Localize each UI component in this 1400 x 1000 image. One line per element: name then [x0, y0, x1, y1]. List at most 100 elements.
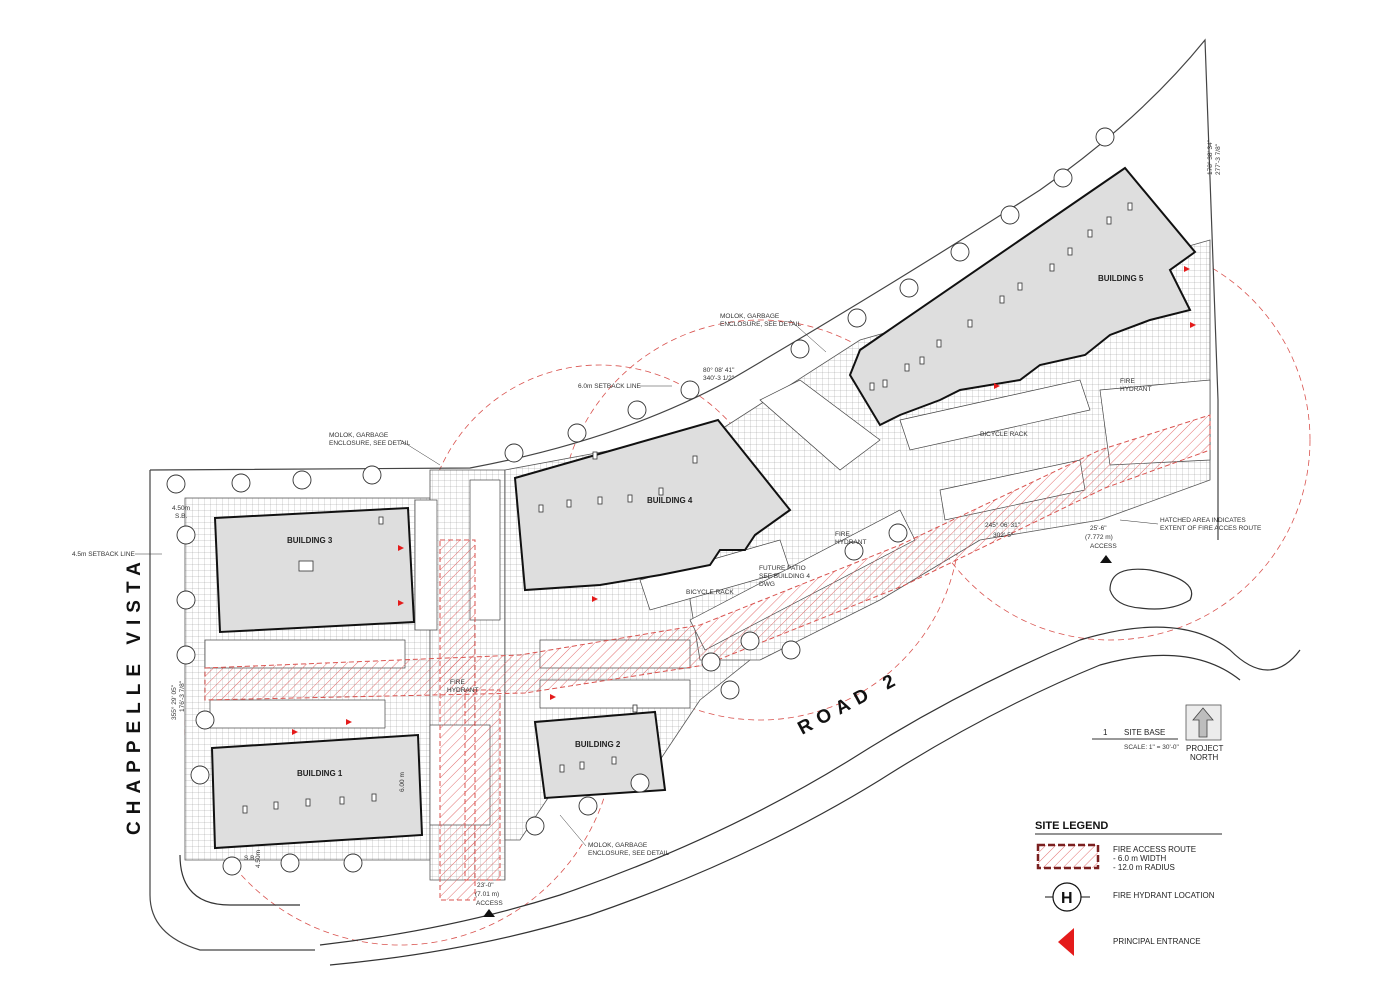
- buildings: [210, 166, 1197, 850]
- molok-south-label-2: ENCLOSURE, SEE DETAIL: [588, 850, 670, 857]
- bearing-north-1: 80° 08' 41": [703, 366, 735, 374]
- access-east-metric: (7.772 m): [1085, 534, 1113, 541]
- bearing-west-2: 176'-3 7/8": [179, 680, 186, 712]
- legend-hydrant: FIRE HYDRANT LOCATION: [1113, 891, 1215, 900]
- setback-b1-dim: 4.50m: [255, 850, 262, 868]
- hatched-area-label-1: HATCHED AREA INDICATES: [1160, 517, 1246, 524]
- molok-west-label-1: MOLOK, GARBAGE: [329, 432, 389, 439]
- access-south-label: ACCESS: [476, 900, 503, 907]
- setback-top-dim: 4.50m: [172, 505, 190, 512]
- fire-hydrant-label-4: HYDRANT: [835, 539, 866, 546]
- bearing-se-1: 245° 06' 31": [985, 521, 1021, 529]
- tree-icon: [888, 523, 908, 543]
- entrance-marker: [994, 383, 1000, 389]
- road-curbs: [179, 626, 1301, 966]
- entrance-marker: [550, 694, 556, 700]
- legend-fire-route-swatch: [1036, 843, 1100, 870]
- entrance-marker: [1184, 266, 1190, 272]
- access-arrow-south: [483, 909, 495, 917]
- access-south-dim: 23'-0": [477, 882, 494, 889]
- tree-icon: [166, 474, 186, 494]
- north-arrow-icon: [1185, 704, 1222, 741]
- legend-fire-route-3: - 12.0 m RADIUS: [1113, 863, 1175, 872]
- hatched-area-label-2: EXTENT OF FIRE ACCES ROUTE: [1160, 525, 1262, 532]
- tree-icon: [280, 853, 300, 873]
- building-5-label: BUILDING 5: [1098, 274, 1144, 283]
- fire-hydrant-label-2: HYDRANT: [447, 687, 478, 694]
- tree-icon: [1000, 205, 1020, 225]
- building-2-label: BUILDING 2: [575, 740, 621, 749]
- tree-icon: [176, 525, 196, 545]
- svg-text:H: H: [1061, 890, 1073, 907]
- tree-icon: [362, 465, 382, 485]
- entrance-markers: [292, 266, 1196, 735]
- tree-icon: [701, 652, 721, 672]
- title-block: 1 SITE BASE SCALE: 1" = 30'-0" PROJECT N…: [1092, 704, 1223, 762]
- entrance-marker: [398, 545, 404, 551]
- entrance-marker: [292, 729, 298, 735]
- fire-hydrant-label-3: FIRE: [835, 531, 850, 538]
- tree-icon: [627, 400, 647, 420]
- building-3-footprint: [213, 506, 416, 634]
- tree-icon: [292, 470, 312, 490]
- fire-hydrant-icon: H: [1045, 882, 1090, 912]
- setback-top-sb: S.B.: [175, 513, 187, 520]
- bearing-ne-1: 178° 38' 34": [1206, 139, 1214, 175]
- site-legend: SITE LEGEND FIRE ACCESS ROUTE - 6.0 m WI…: [1035, 820, 1222, 956]
- tree-icon: [720, 680, 740, 700]
- building-3-label: BUILDING 3: [287, 536, 333, 545]
- tree-icon: [525, 816, 545, 836]
- building-2-footprint: [533, 710, 667, 800]
- north-label-1: PROJECT: [1186, 744, 1223, 753]
- drawing-title: SITE BASE: [1124, 728, 1165, 737]
- tree-icon: [630, 773, 650, 793]
- setback-b1-sb: S.B.: [244, 855, 256, 862]
- dim-6m-label: 6.00 m: [399, 772, 406, 792]
- access-south-metric: (7.01 m): [475, 891, 499, 898]
- molok-south-label-1: MOLOK, GARBAGE: [588, 842, 648, 849]
- tree-icon: [190, 765, 210, 785]
- legend-entrance: PRINCIPAL ENTRANCE: [1113, 937, 1201, 946]
- fire-hydrant-label-6: HYDRANT: [1120, 386, 1151, 393]
- fire-hydrant-label-1: FIRE: [450, 679, 465, 686]
- fire-hydrant-label-5: FIRE: [1120, 378, 1135, 385]
- drawing-scale: SCALE: 1" = 30'-0": [1124, 744, 1180, 751]
- molok-north-label-2: ENCLOSURE, SEE DETAIL: [720, 321, 802, 328]
- bearing-west-1: 355° 29' 05": [170, 684, 178, 720]
- tree-icon: [847, 308, 867, 328]
- tree-icon: [1053, 168, 1073, 188]
- tree-icon: [567, 423, 587, 443]
- entrance-marker: [592, 596, 598, 602]
- tree-icon: [176, 645, 196, 665]
- bicycle-rack-label: BICYCLE RACK: [686, 589, 734, 596]
- legend-title: SITE LEGEND: [1035, 820, 1108, 832]
- tree-icon: [740, 631, 760, 651]
- annotations: 6.0m SETBACK LINE 4.5m SETBACK LINE MOLO…: [72, 139, 1262, 907]
- drawing-number: 1: [1103, 728, 1108, 737]
- tree-icon: [176, 590, 196, 610]
- setback-45m-label: 4.5m SETBACK LINE: [72, 551, 136, 558]
- tree-icon: [1095, 127, 1115, 147]
- tree-icon: [790, 339, 810, 359]
- bearing-north-2: 340'-3 1/2": [703, 375, 735, 382]
- building-1-footprint: [210, 733, 424, 850]
- access-east-label: ACCESS: [1090, 543, 1117, 550]
- future-patio-label-3: DWG: [759, 581, 775, 588]
- property-boundary: [149, 38, 1219, 951]
- tree-icon: [222, 856, 242, 876]
- legend-fire-route-2: - 6.0 m WIDTH: [1113, 854, 1167, 863]
- future-patio-label-1: FUTURE PATIO: [759, 565, 806, 572]
- trees: [166, 127, 1115, 876]
- building-1-label: BUILDING 1: [297, 769, 343, 778]
- molok-north-label-1: MOLOK, GARBAGE: [720, 313, 780, 320]
- street-chappelle-vista: CHAPPELLE VISTA: [124, 555, 145, 835]
- building-5-footprint: [848, 166, 1197, 427]
- tree-icon: [899, 278, 919, 298]
- setback-6m-label: 6.0m SETBACK LINE: [578, 383, 642, 390]
- bicycle-rack-upper-label: BICYCLE RACK: [980, 431, 1028, 438]
- fire-access-route: [204, 414, 1211, 901]
- building-4-label: BUILDING 4: [647, 496, 693, 505]
- entrance-marker: [1190, 322, 1196, 328]
- tree-icon: [781, 640, 801, 660]
